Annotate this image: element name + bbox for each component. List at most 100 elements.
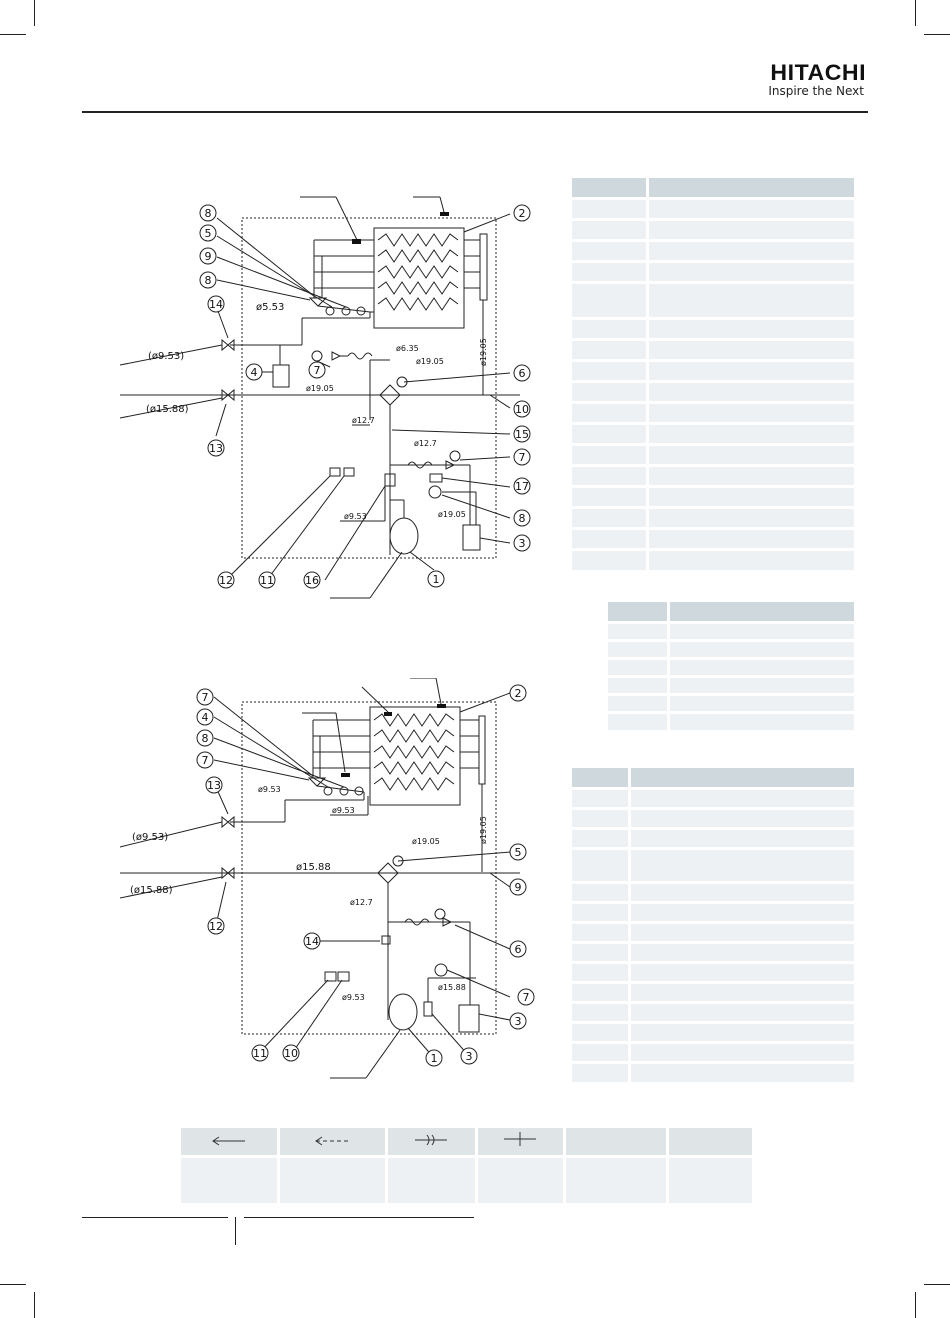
callout: 2 bbox=[509, 684, 527, 702]
svg-text:6: 6 bbox=[515, 943, 522, 956]
table-row bbox=[572, 379, 854, 402]
callout: 16 bbox=[303, 571, 321, 589]
svg-text:3: 3 bbox=[519, 537, 526, 550]
pipe-label: ø15.88 bbox=[438, 983, 466, 992]
table-row bbox=[572, 337, 854, 360]
component-table-2 bbox=[608, 602, 854, 730]
legend-symbol-cell bbox=[278, 1128, 388, 1156]
table-row bbox=[572, 505, 854, 528]
svg-text:8: 8 bbox=[205, 207, 212, 220]
table-row bbox=[608, 710, 854, 730]
legend-symbol-cell bbox=[181, 1128, 280, 1156]
pipe-label: ø19.05 bbox=[416, 357, 444, 366]
callout: 7 bbox=[513, 448, 531, 466]
callout: 3 bbox=[460, 1047, 478, 1065]
callout: 8 bbox=[196, 729, 214, 747]
table-row bbox=[608, 620, 854, 640]
pipe-label: (ø15.88) bbox=[146, 404, 189, 415]
callout: 8 bbox=[199, 271, 217, 289]
brand-tagline: Inspire the Next bbox=[768, 84, 864, 98]
table-row bbox=[572, 280, 854, 318]
legend-desc-cell bbox=[564, 1154, 669, 1203]
table-row bbox=[572, 400, 854, 423]
pipe-label: ø19.05 bbox=[438, 510, 466, 519]
svg-text:7: 7 bbox=[202, 691, 209, 704]
pipe-label: ø12.7 bbox=[350, 898, 373, 907]
svg-text:2: 2 bbox=[515, 687, 522, 700]
callout: 13 bbox=[205, 776, 223, 794]
table-row bbox=[572, 526, 854, 549]
svg-text:5: 5 bbox=[515, 846, 522, 859]
table-row bbox=[572, 259, 854, 282]
pipe-label: ø19.05 bbox=[479, 816, 488, 844]
svg-text:16: 16 bbox=[305, 574, 319, 587]
callout: 4 bbox=[196, 708, 214, 726]
svg-text:14: 14 bbox=[209, 298, 223, 311]
table-row bbox=[572, 940, 854, 962]
table-row bbox=[572, 421, 854, 444]
callout: 7 bbox=[308, 361, 326, 379]
table-row bbox=[572, 316, 854, 339]
table-row bbox=[572, 238, 854, 261]
legend-symbol-cell bbox=[476, 1128, 566, 1156]
table-row bbox=[572, 900, 854, 922]
svg-text:7: 7 bbox=[314, 364, 321, 377]
pipe-label: ø19.05 bbox=[306, 384, 334, 393]
table-row bbox=[572, 1040, 854, 1062]
callout: 2 bbox=[513, 204, 531, 222]
svg-text:12: 12 bbox=[219, 574, 233, 587]
callout: 1 bbox=[427, 570, 445, 588]
svg-text:14: 14 bbox=[305, 935, 319, 948]
callout: 3 bbox=[513, 534, 531, 552]
svg-text:10: 10 bbox=[515, 403, 529, 416]
table-row bbox=[608, 656, 854, 676]
brand-logo: HITACHI Inspire the Next bbox=[768, 60, 867, 99]
crop-mark bbox=[34, 1292, 35, 1318]
table-row bbox=[572, 463, 854, 486]
callout: 8 bbox=[199, 204, 217, 222]
callout: 14 bbox=[207, 295, 225, 313]
pipe-label: ø12.7 bbox=[352, 416, 375, 425]
callout: 7 bbox=[517, 988, 535, 1006]
legend-symbol-cell bbox=[564, 1128, 669, 1156]
table-row bbox=[572, 196, 854, 219]
table-row bbox=[572, 484, 854, 507]
table-row bbox=[608, 692, 854, 712]
symbol-legend-table bbox=[181, 1128, 755, 1203]
brand-name: HITACHI bbox=[770, 60, 867, 85]
component-table-1 bbox=[572, 178, 854, 570]
svg-text:7: 7 bbox=[523, 991, 530, 1004]
callout: 7 bbox=[196, 688, 214, 706]
crop-mark bbox=[924, 1284, 950, 1285]
refrigerant-cycle-diagram-1: ø5.53 (ø9.53) (ø15.88) ø6.35 ø19.05 ø19.… bbox=[119, 196, 531, 599]
table-row bbox=[572, 980, 854, 1002]
table-header bbox=[572, 768, 854, 788]
callout: 7 bbox=[196, 751, 214, 769]
cross-joint-icon bbox=[504, 1132, 536, 1147]
svg-text:13: 13 bbox=[209, 442, 223, 455]
legend-desc-cell bbox=[386, 1154, 478, 1203]
table-row bbox=[572, 358, 854, 381]
table-row bbox=[572, 880, 854, 902]
svg-text:7: 7 bbox=[519, 451, 526, 464]
callout: 5 bbox=[199, 224, 217, 242]
svg-text:13: 13 bbox=[207, 779, 221, 792]
pipe-label: ø9.53 bbox=[342, 993, 365, 1002]
table-row bbox=[572, 442, 854, 465]
svg-text:8: 8 bbox=[205, 274, 212, 287]
footer-rule bbox=[82, 1217, 228, 1218]
callout: 6 bbox=[513, 364, 531, 382]
pipe-label: ø6.35 bbox=[396, 344, 419, 353]
callout: 13 bbox=[207, 439, 225, 457]
callout: 12 bbox=[207, 917, 225, 935]
callout: 1 bbox=[425, 1049, 443, 1067]
table-row bbox=[572, 1060, 854, 1082]
svg-text:6: 6 bbox=[519, 367, 526, 380]
header-rule bbox=[82, 111, 868, 113]
callout: 17 bbox=[513, 477, 531, 495]
table-row bbox=[608, 638, 854, 658]
callout: 11 bbox=[251, 1044, 269, 1062]
callout: 12 bbox=[217, 571, 235, 589]
footer-divider bbox=[235, 1217, 236, 1245]
callout: 5 bbox=[509, 843, 527, 861]
